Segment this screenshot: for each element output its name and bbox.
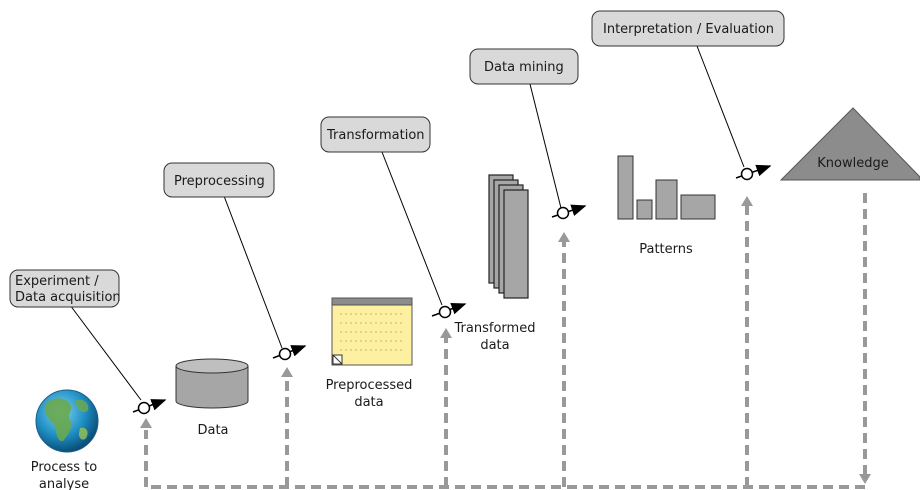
step-preprocessing-label: Preprocessing xyxy=(174,174,265,189)
step-experiment: Experiment / Data acquisition xyxy=(9,269,121,308)
transformed-label-line1: Transformed xyxy=(454,321,536,336)
preprocessed-label-line1: Preprocessed xyxy=(326,378,413,393)
transformed-label-line2: data xyxy=(480,338,509,353)
step-preprocessing: Preprocessing xyxy=(163,162,275,198)
patterns-label: Patterns xyxy=(639,242,693,257)
data-label: Data xyxy=(197,423,228,438)
step-arrow xyxy=(132,399,167,415)
arrowhead-down xyxy=(859,474,871,484)
step-data-mining: Data mining xyxy=(469,48,579,85)
step-arrow xyxy=(431,302,467,319)
arrowhead-up xyxy=(281,367,293,377)
preprocessed-label-line2: data xyxy=(354,395,383,410)
connector-lines xyxy=(69,45,745,401)
step-experiment-line1: Experiment / xyxy=(15,274,99,289)
step-arrow xyxy=(551,204,587,220)
step-arrow xyxy=(272,345,307,361)
database-cylinder-icon xyxy=(175,358,249,409)
knowledge-triangle-icon xyxy=(779,107,920,181)
step-experiment-line2: Data acquisition xyxy=(15,290,121,305)
arrowhead-up xyxy=(741,196,753,206)
feedback-arrowheads xyxy=(140,196,871,484)
step-arrows xyxy=(132,164,772,415)
arrowhead-up xyxy=(140,418,152,428)
arrowhead-up xyxy=(558,232,570,242)
step-transformation: Transformation xyxy=(320,116,431,153)
step-arrow xyxy=(735,164,772,181)
arrowhead-up xyxy=(440,328,452,338)
feedback-loop xyxy=(144,193,867,489)
preprocessed-data-icon xyxy=(331,297,413,366)
knowledge-label: Knowledge xyxy=(817,156,888,171)
step-data-mining-label: Data mining xyxy=(484,60,564,75)
step-interpretation-label: Interpretation / Evaluation xyxy=(603,22,774,37)
process-label-line1: Process to xyxy=(31,460,98,475)
step-interpretation: Interpretation / Evaluation xyxy=(591,10,785,47)
step-transformation-label: Transformation xyxy=(326,128,425,143)
process-label-line2: analyse xyxy=(39,477,89,490)
globe-icon xyxy=(35,389,99,453)
transformed-data-stack-icon xyxy=(488,174,529,299)
patterns-bars-icon xyxy=(617,155,716,220)
